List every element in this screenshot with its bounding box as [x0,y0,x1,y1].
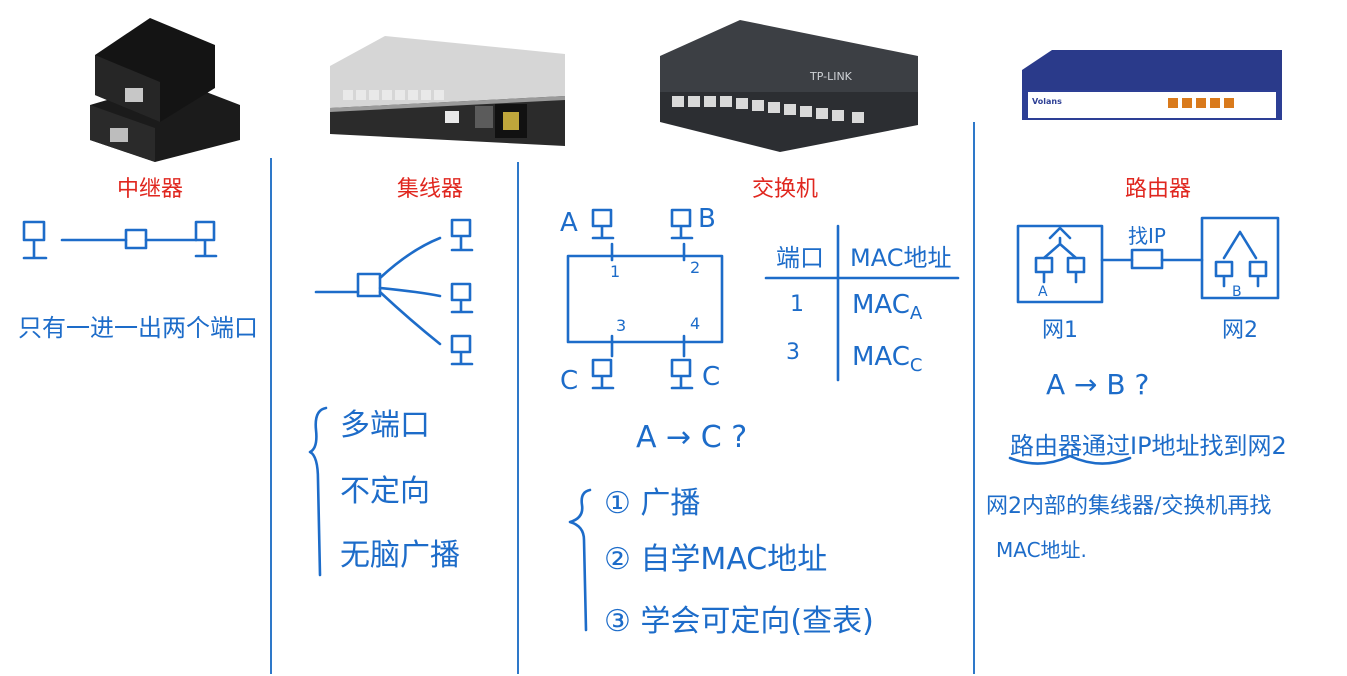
mac-table-header-port: 端口 [776,244,824,272]
divider-1 [270,158,272,674]
tplink-switch-icon: TP-LINK [660,20,918,152]
mac-table-row2-mac: MACC [852,342,923,377]
divider-2 [517,162,519,674]
switch-port-2: 2 [690,258,701,277]
router-sketch [1008,216,1280,465]
switch-question: A → C ? [636,420,748,455]
switch-node-c1: C [560,366,579,396]
router-question: A → B ? [1046,368,1150,401]
poe-extender-icon [80,10,250,162]
repeater-note: 只有一进一出两个端口 [18,314,258,342]
router-host-a: A [1038,284,1048,300]
switch-brand-label: TP-LINK [809,70,853,83]
hub-sketch [308,218,474,577]
router-title: 路由器 [1125,177,1192,202]
router-host-b: B [1232,284,1242,300]
switch-step-1: ① 广播 [604,486,701,521]
switch-sketch [566,208,960,632]
mac-table-row1-port: 1 [790,292,804,317]
mac-table-row1-mac: MACA [852,290,923,325]
router-net2-label: 网2 [1222,318,1258,343]
switch-step-2: ② 自学MAC地址 [604,542,828,577]
router-photo-icon: Volans [1022,50,1282,122]
switch-node-c2: C [702,362,721,392]
switch-node-a: A [560,208,578,238]
repeater-title: 中继器 [117,177,184,202]
router-brand-label: Volans [1032,97,1062,106]
switch-port-3: 3 [616,316,627,335]
switch-title: 交换机 [752,177,819,202]
hub-photo-icon [325,36,570,154]
switch-node-b: B [698,204,716,234]
router-link-label: 找IP [1128,224,1166,248]
mac-table-header-mac: MAC地址 [850,244,952,272]
hub-feature-2: 不定向 [340,474,430,509]
mac-table-row2-port: 3 [786,340,800,365]
switch-port-4: 4 [690,314,701,333]
switch-step-3: ③ 学会可定向(查表) [604,604,874,639]
hub-feature-3: 无脑广播 [340,538,460,573]
switch-port-1: 1 [610,262,621,281]
hub-title: 集线器 [397,177,464,202]
router-explanation-2: 网2内部的集线器/交换机再找 [986,494,1272,519]
repeater-sketch [22,220,218,260]
divider-3 [973,122,975,674]
router-explanation-1: 路由器通过IP地址找到网2 [1010,432,1287,460]
router-explanation-3: MAC地址. [996,538,1087,562]
router-net1-label: 网1 [1042,318,1078,343]
hub-feature-1: 多端口 [340,408,430,443]
